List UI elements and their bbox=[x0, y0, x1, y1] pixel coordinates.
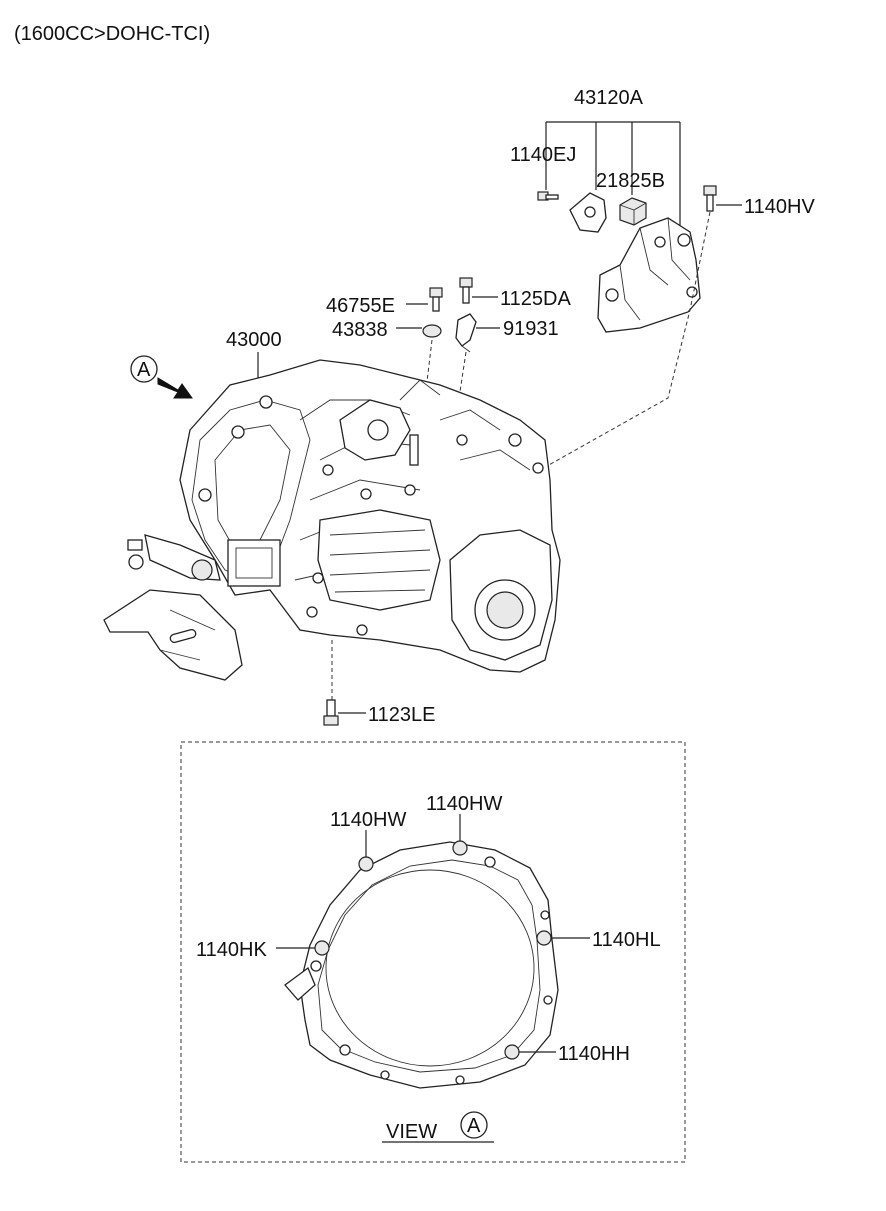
leader-43120a bbox=[545, 121, 681, 230]
view-a-title-marker: A bbox=[467, 1115, 481, 1137]
callout-1123le: 1123LE bbox=[368, 704, 435, 726]
flange-tab bbox=[284, 966, 316, 1001]
washer-43838-icon bbox=[422, 324, 442, 338]
bolt-hole-hl bbox=[536, 930, 552, 946]
callout-46755e: 46755E bbox=[326, 295, 395, 317]
bolt-hole-hk bbox=[314, 940, 330, 956]
callout-1140ej: 1140EJ bbox=[510, 144, 576, 166]
bolt-hole-hh bbox=[504, 1044, 520, 1060]
callout-43000: 43000 bbox=[226, 329, 282, 351]
view-a-arrow-icon bbox=[157, 377, 193, 399]
callout-91931: 91931 bbox=[503, 318, 559, 340]
callout-1140hh: 1140HH bbox=[558, 1043, 630, 1065]
bolt-46755e-icon bbox=[429, 287, 443, 312]
view-a-title: VIEW bbox=[386, 1121, 437, 1143]
callout-1140hl: 1140HL bbox=[592, 929, 661, 951]
callout-43120a: 43120A bbox=[574, 87, 644, 109]
view-a-title-circle bbox=[460, 1111, 488, 1139]
callout-1140hw-right: 1140HW bbox=[426, 793, 502, 815]
bolt-hole-hw-right bbox=[452, 840, 468, 856]
bolt-1140hv-icon bbox=[703, 185, 717, 212]
mount-bracket bbox=[597, 217, 701, 333]
clutch-release-fitting bbox=[127, 534, 221, 581]
engine-note: (1600CC>DOHC-TCI) bbox=[14, 23, 210, 45]
bracket-assembly-group: 43120A 1140EJ 21825B bbox=[510, 87, 815, 471]
flange-holes bbox=[310, 856, 553, 1085]
callout-1140hw-left: 1140HW bbox=[330, 809, 406, 831]
bracket-91931-icon bbox=[455, 313, 477, 353]
bell-bore bbox=[325, 869, 535, 1067]
callout-1140hv: 1140HV bbox=[744, 196, 815, 218]
bushing-21825b-icon bbox=[619, 197, 647, 226]
transaxle-group: 43000 A bbox=[103, 329, 561, 726]
callout-1140hk: 1140HK bbox=[196, 939, 267, 961]
bolt-bosses bbox=[198, 395, 544, 636]
callout-21825b: 21825B bbox=[596, 170, 665, 192]
small-parts-group: 46755E 43838 1125DA 91931 bbox=[326, 277, 571, 446]
view-a-frame bbox=[180, 741, 686, 1163]
callout-1125da: 1125DA bbox=[500, 288, 571, 310]
bolt-1123le-icon bbox=[323, 699, 339, 726]
callout-43838: 43838 bbox=[332, 319, 388, 341]
dashline-hv bbox=[539, 211, 711, 471]
bolt-hole-hw-left bbox=[358, 856, 374, 872]
view-a-marker-circle bbox=[130, 355, 158, 383]
view-a-panel: 1140HW 1140HW 1140HK 1140HL 1140HH VIEW … bbox=[180, 741, 686, 1163]
bolt-1140ej-icon bbox=[537, 191, 559, 201]
bolt-1125da-icon bbox=[459, 277, 473, 304]
view-a-marker: A bbox=[137, 359, 151, 381]
side-cover bbox=[317, 509, 441, 611]
